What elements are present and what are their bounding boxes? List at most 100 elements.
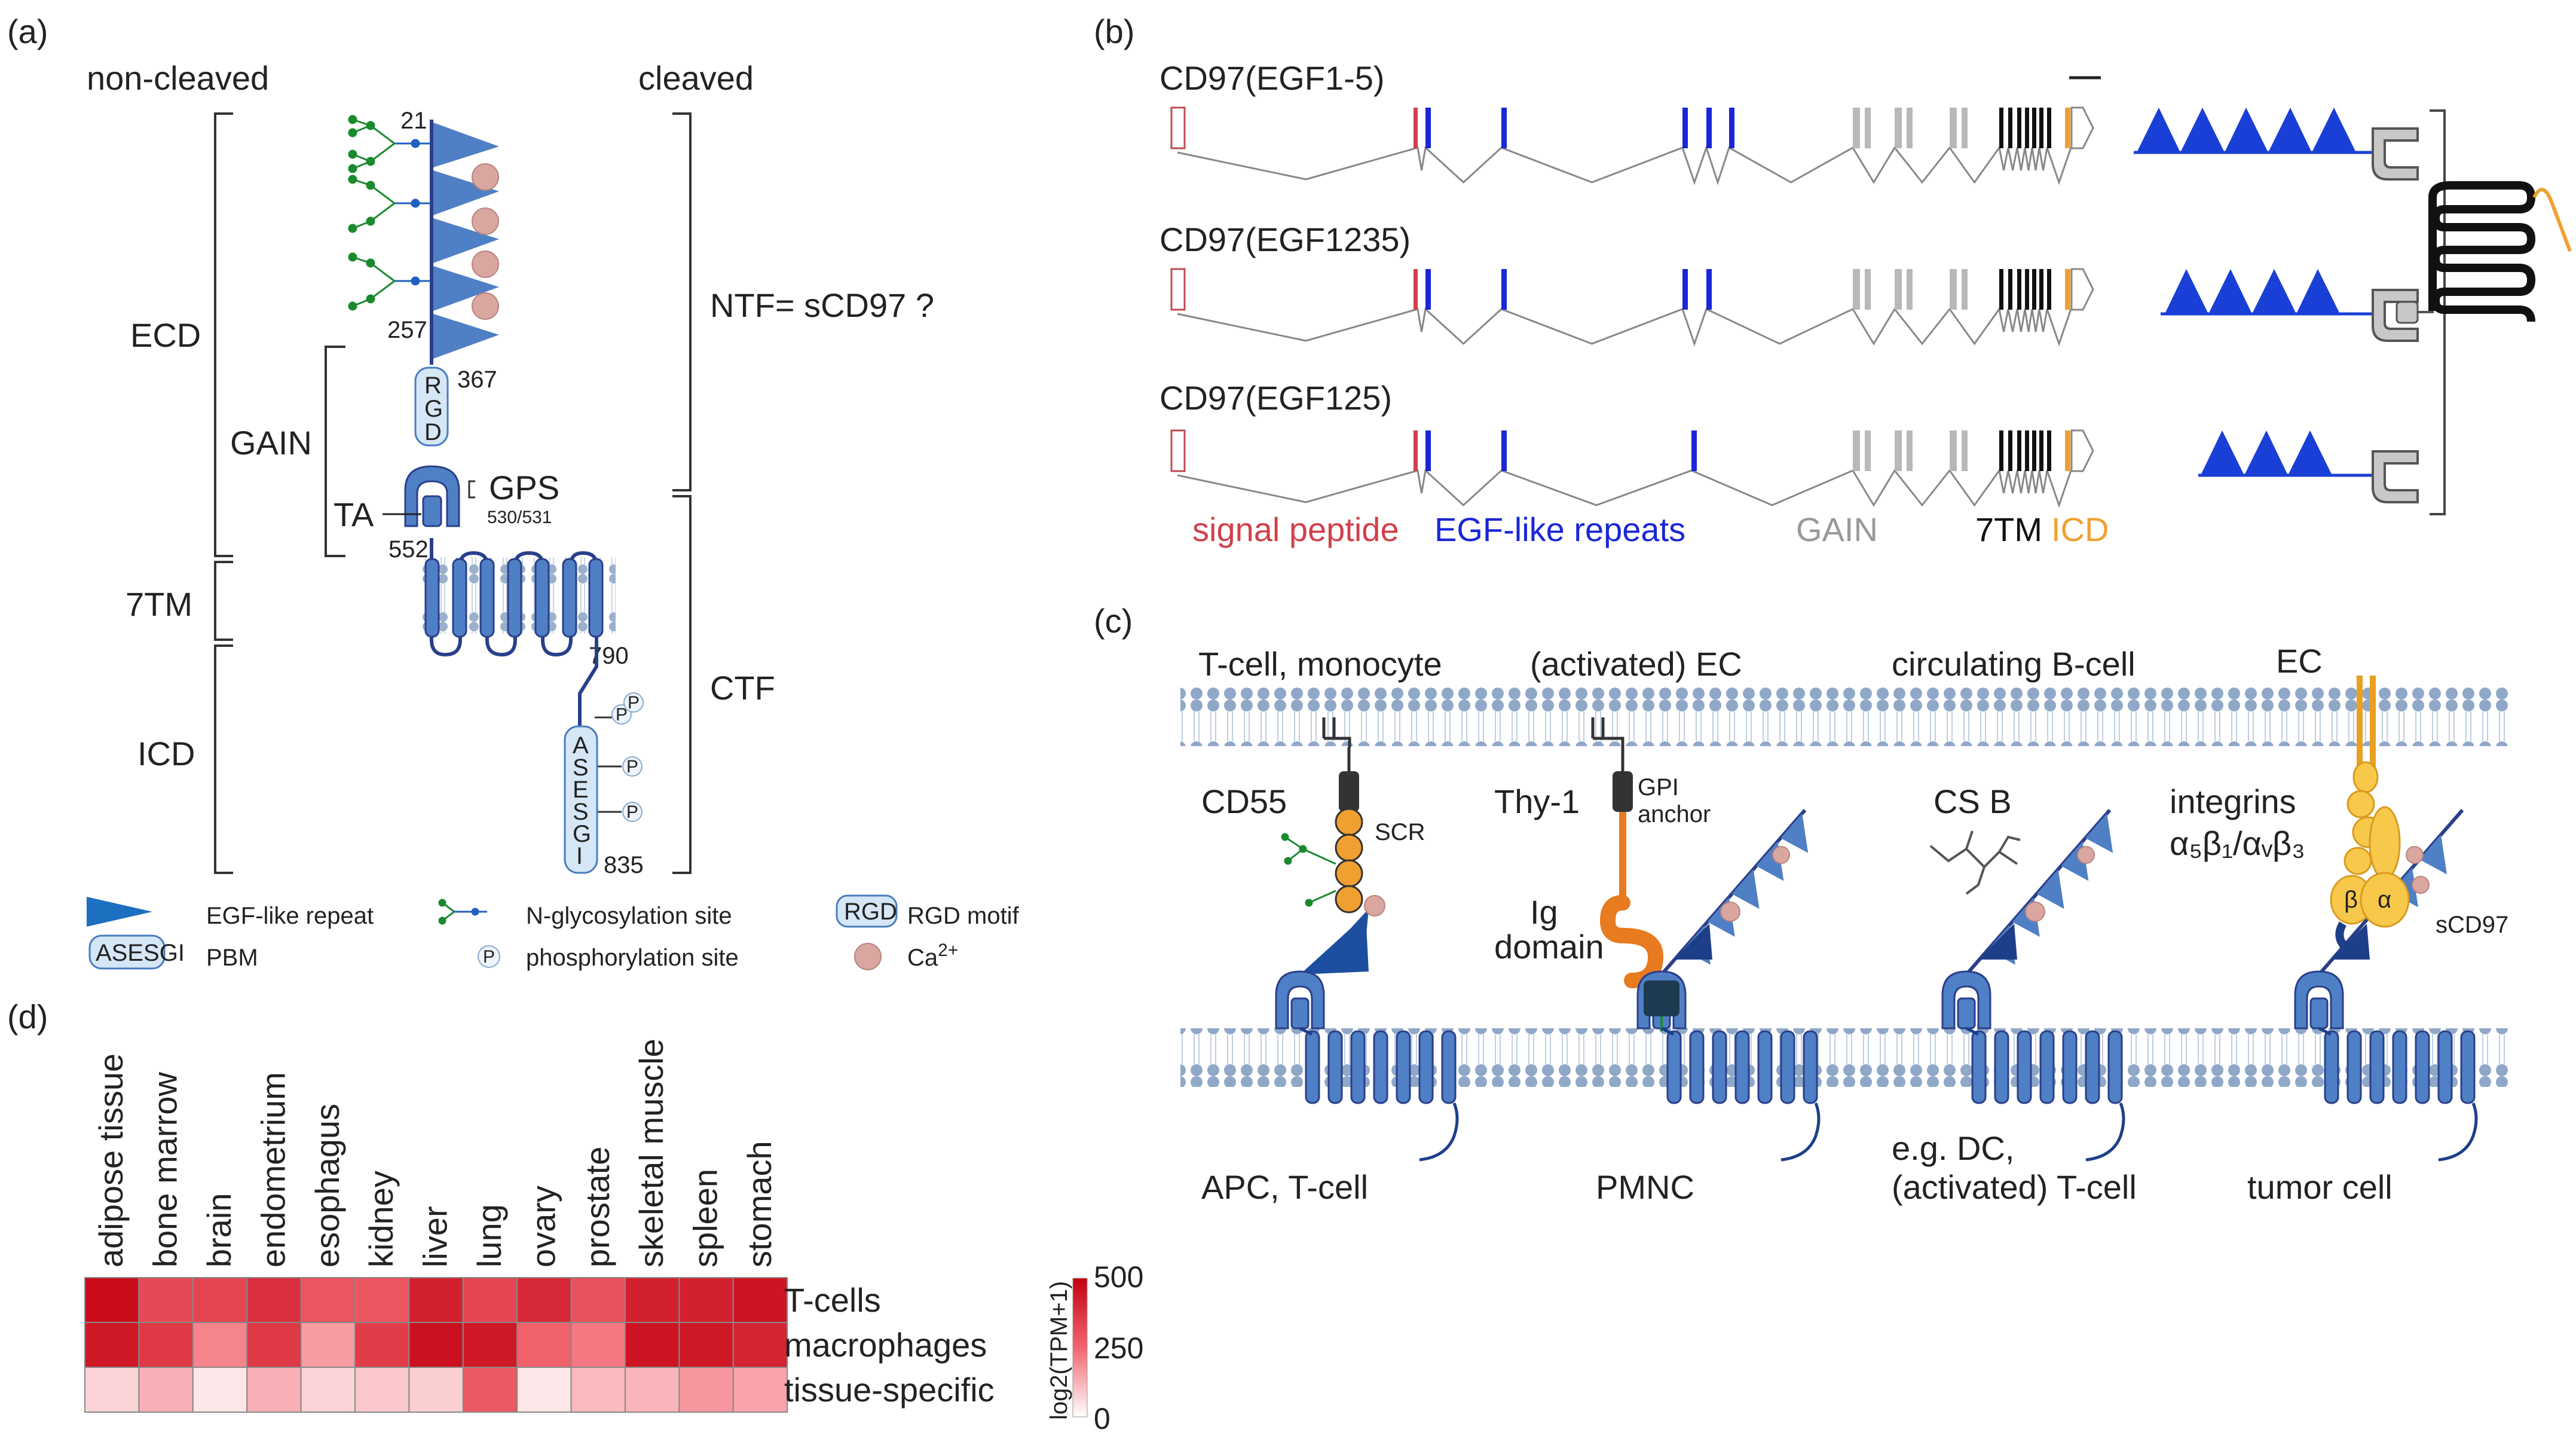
isoform-label: CD97(EGF1235) bbox=[1159, 221, 1411, 258]
gain-domain bbox=[1636, 970, 1687, 1031]
integrin-beta: β bbox=[2344, 887, 2358, 913]
ligand-thy1: Thy-1 bbox=[1494, 783, 1580, 820]
bottom-cell-label: PMNC bbox=[1596, 1168, 1694, 1206]
heatmap-cell bbox=[138, 1277, 194, 1323]
csb-molecule bbox=[1929, 830, 2021, 895]
top-cell-label: circulating B-cell bbox=[1892, 645, 2136, 683]
exon-signal-peptide bbox=[1414, 430, 1418, 471]
residue-835: 835 bbox=[604, 852, 644, 878]
anchor-label: anchor bbox=[1638, 801, 1711, 827]
heatmap-cell bbox=[354, 1322, 410, 1368]
pbm-letter: G bbox=[573, 821, 591, 847]
panel-a-legend: EGF-like repeat ASESGI PBM N-glycosylati… bbox=[87, 894, 1020, 971]
exon-icd bbox=[2065, 269, 2070, 310]
legend-phos: phosphorylation site bbox=[526, 945, 739, 971]
heatmap-cell bbox=[625, 1367, 680, 1413]
phospho-sites: P P P P bbox=[595, 692, 644, 822]
exon-signal-peptide bbox=[1414, 269, 1418, 310]
legend-ca-sup: 2+ bbox=[938, 940, 958, 960]
bottom-cell-label: (activated) T-cell bbox=[1892, 1168, 2137, 1206]
exon-gain bbox=[1962, 430, 1968, 471]
bottom-cell-label: e.g. DC, bbox=[1892, 1129, 2014, 1167]
cleaved-label: cleaved bbox=[638, 59, 754, 97]
exon-utr bbox=[2070, 429, 2094, 472]
exon-7tm bbox=[2025, 430, 2029, 471]
exon-7tm bbox=[1999, 108, 2003, 148]
thy1-complex: GPI anchor Ig domain bbox=[1494, 717, 1711, 988]
colorbar-tick: 250 bbox=[1094, 1331, 1143, 1365]
exon-gain bbox=[1865, 269, 1871, 310]
exon-7tm bbox=[2032, 108, 2036, 148]
panel-b: (b) CD97(EGF1-5) CD97(EGF1235) CD97(EGF1… bbox=[1094, 13, 2572, 548]
heatmap-cell bbox=[570, 1277, 626, 1323]
pbm-letter: S bbox=[573, 799, 589, 825]
exon-7tm bbox=[2032, 269, 2036, 310]
intron-line bbox=[1177, 307, 2072, 347]
legend-7tm: 7TM bbox=[1975, 511, 2042, 548]
heatmap-column-label: prostate bbox=[579, 1147, 616, 1267]
heatmap-column-label: ovary bbox=[524, 1186, 562, 1267]
exon-7tm bbox=[2008, 430, 2012, 471]
exon-7tm bbox=[2039, 269, 2043, 310]
exon-7tm bbox=[2047, 269, 2051, 310]
panel-d-tag: (d) bbox=[7, 998, 48, 1035]
exon-7tm bbox=[2008, 108, 2012, 148]
exon-egf bbox=[1425, 108, 1431, 148]
exon-egf bbox=[1682, 108, 1688, 148]
heatmap-column-label: brain bbox=[200, 1193, 238, 1267]
pbm-letter: S bbox=[573, 754, 589, 781]
gps-sites: 530/531 bbox=[487, 508, 552, 527]
heatmap-row-label: tissue-specific bbox=[784, 1371, 995, 1409]
exon-7tm bbox=[2047, 430, 2051, 471]
isoform-2: CD97(EGF1235) bbox=[1159, 221, 2094, 347]
heatmap-cell bbox=[84, 1277, 140, 1323]
heatmap-cell bbox=[300, 1322, 356, 1368]
phos-badge: P bbox=[628, 693, 640, 713]
intron-line bbox=[1177, 145, 2072, 185]
isoform-label: CD97(EGF125) bbox=[1159, 379, 1392, 417]
phos-legend-badge: P bbox=[483, 947, 495, 967]
pbm-letter: A bbox=[573, 732, 589, 759]
gain-domain bbox=[2294, 970, 2344, 1030]
pbm-legend-badge: ASESGI bbox=[96, 940, 185, 966]
heatmap-cell bbox=[246, 1277, 302, 1323]
exon-7tm bbox=[2032, 430, 2036, 471]
exon-7tm bbox=[1999, 269, 2003, 310]
heatmap-cell bbox=[732, 1322, 788, 1368]
legend-egf-repeats: EGF-like repeats bbox=[1434, 511, 1685, 548]
egf-repeat bbox=[433, 123, 499, 167]
pbm-legend-icon bbox=[88, 934, 166, 970]
exon-gain bbox=[1865, 430, 1871, 471]
heatmap-cell bbox=[732, 1277, 788, 1323]
exon-gain bbox=[1907, 269, 1913, 310]
heatmap-cell bbox=[516, 1322, 572, 1368]
isoform-proteins bbox=[2134, 108, 2572, 515]
panel-b-tag: (b) bbox=[1094, 13, 1134, 50]
pbm-motif bbox=[564, 725, 598, 874]
top-membrane bbox=[1180, 688, 2512, 746]
legend-rgd: RGD motif bbox=[907, 903, 1020, 929]
colorbar-label: log2(TPM+1) bbox=[1046, 1281, 1072, 1420]
heatmap-cell bbox=[625, 1277, 680, 1323]
phos-badge: P bbox=[616, 705, 628, 725]
heatmap-cell bbox=[354, 1277, 410, 1323]
ig-label: Ig bbox=[1530, 893, 1558, 931]
heatmap-cell bbox=[138, 1322, 194, 1368]
egf-repeat bbox=[1780, 813, 1809, 853]
calcium-ions bbox=[472, 163, 499, 320]
exon-7tm bbox=[2017, 108, 2021, 148]
phosphorylation-site bbox=[622, 756, 643, 777]
exon-gain bbox=[1907, 430, 1913, 471]
egf-fan bbox=[1660, 809, 1809, 976]
top-cell-label: EC bbox=[2276, 642, 2323, 680]
heatmap-cell bbox=[300, 1367, 356, 1413]
heatmap-row-label: T-cells bbox=[784, 1281, 881, 1319]
ig-domain-label: domain bbox=[1494, 928, 1604, 966]
heatmap-column-label: spleen bbox=[687, 1169, 724, 1267]
ta-label: TA bbox=[334, 496, 374, 533]
heatmap-cell bbox=[678, 1367, 734, 1413]
ca-legend-icon bbox=[854, 943, 882, 970]
heatmap-cell bbox=[408, 1367, 464, 1413]
ligand-cd55: CD55 bbox=[1201, 783, 1287, 820]
7tm-domain bbox=[1299, 1027, 1459, 1162]
